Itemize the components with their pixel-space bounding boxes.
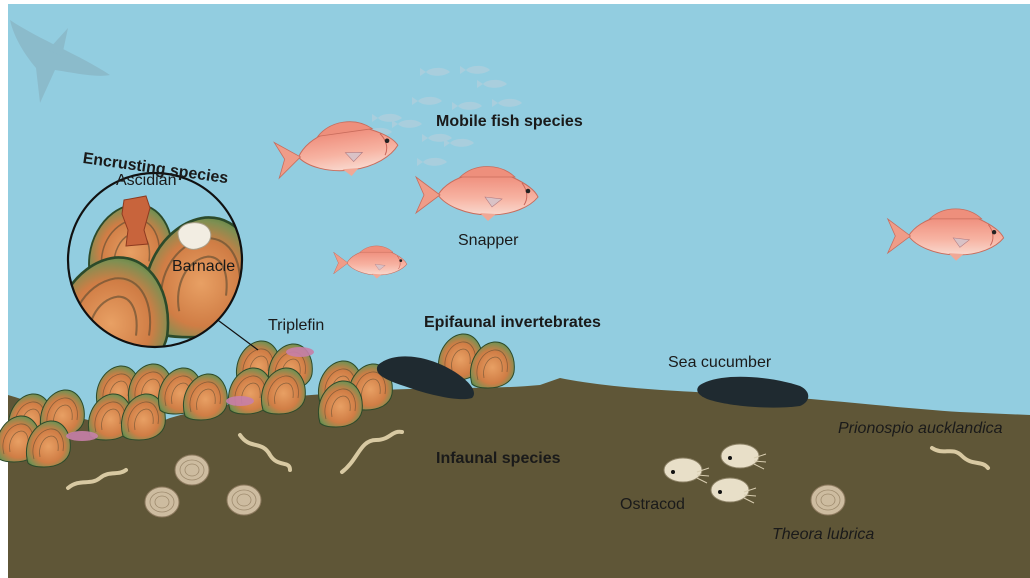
sea-cucumber-label: Sea cucumber — [668, 354, 771, 372]
triplefin-label: Triplefin — [268, 317, 324, 335]
ascidian-label: Ascidian — [116, 172, 176, 190]
ostracod-label: Ostracod — [620, 496, 685, 514]
snapper-label: Snapper — [458, 232, 519, 250]
clam — [145, 487, 179, 517]
prionospio-label: Prionospio aucklandica — [838, 420, 1003, 438]
barnacle-icon — [178, 223, 211, 250]
mobile-fish-species-label: Mobile fish species — [436, 113, 583, 131]
clam — [227, 485, 261, 515]
theora-lubrica-label: Theora lubrica — [772, 526, 874, 544]
infaunal-species-label: Infaunal species — [436, 450, 561, 468]
clam — [175, 455, 209, 485]
clam — [811, 485, 845, 515]
epifaunal-invertebrates-label: Epifaunal invertebrates — [424, 314, 601, 332]
barnacle-label: Barnacle — [172, 258, 235, 276]
